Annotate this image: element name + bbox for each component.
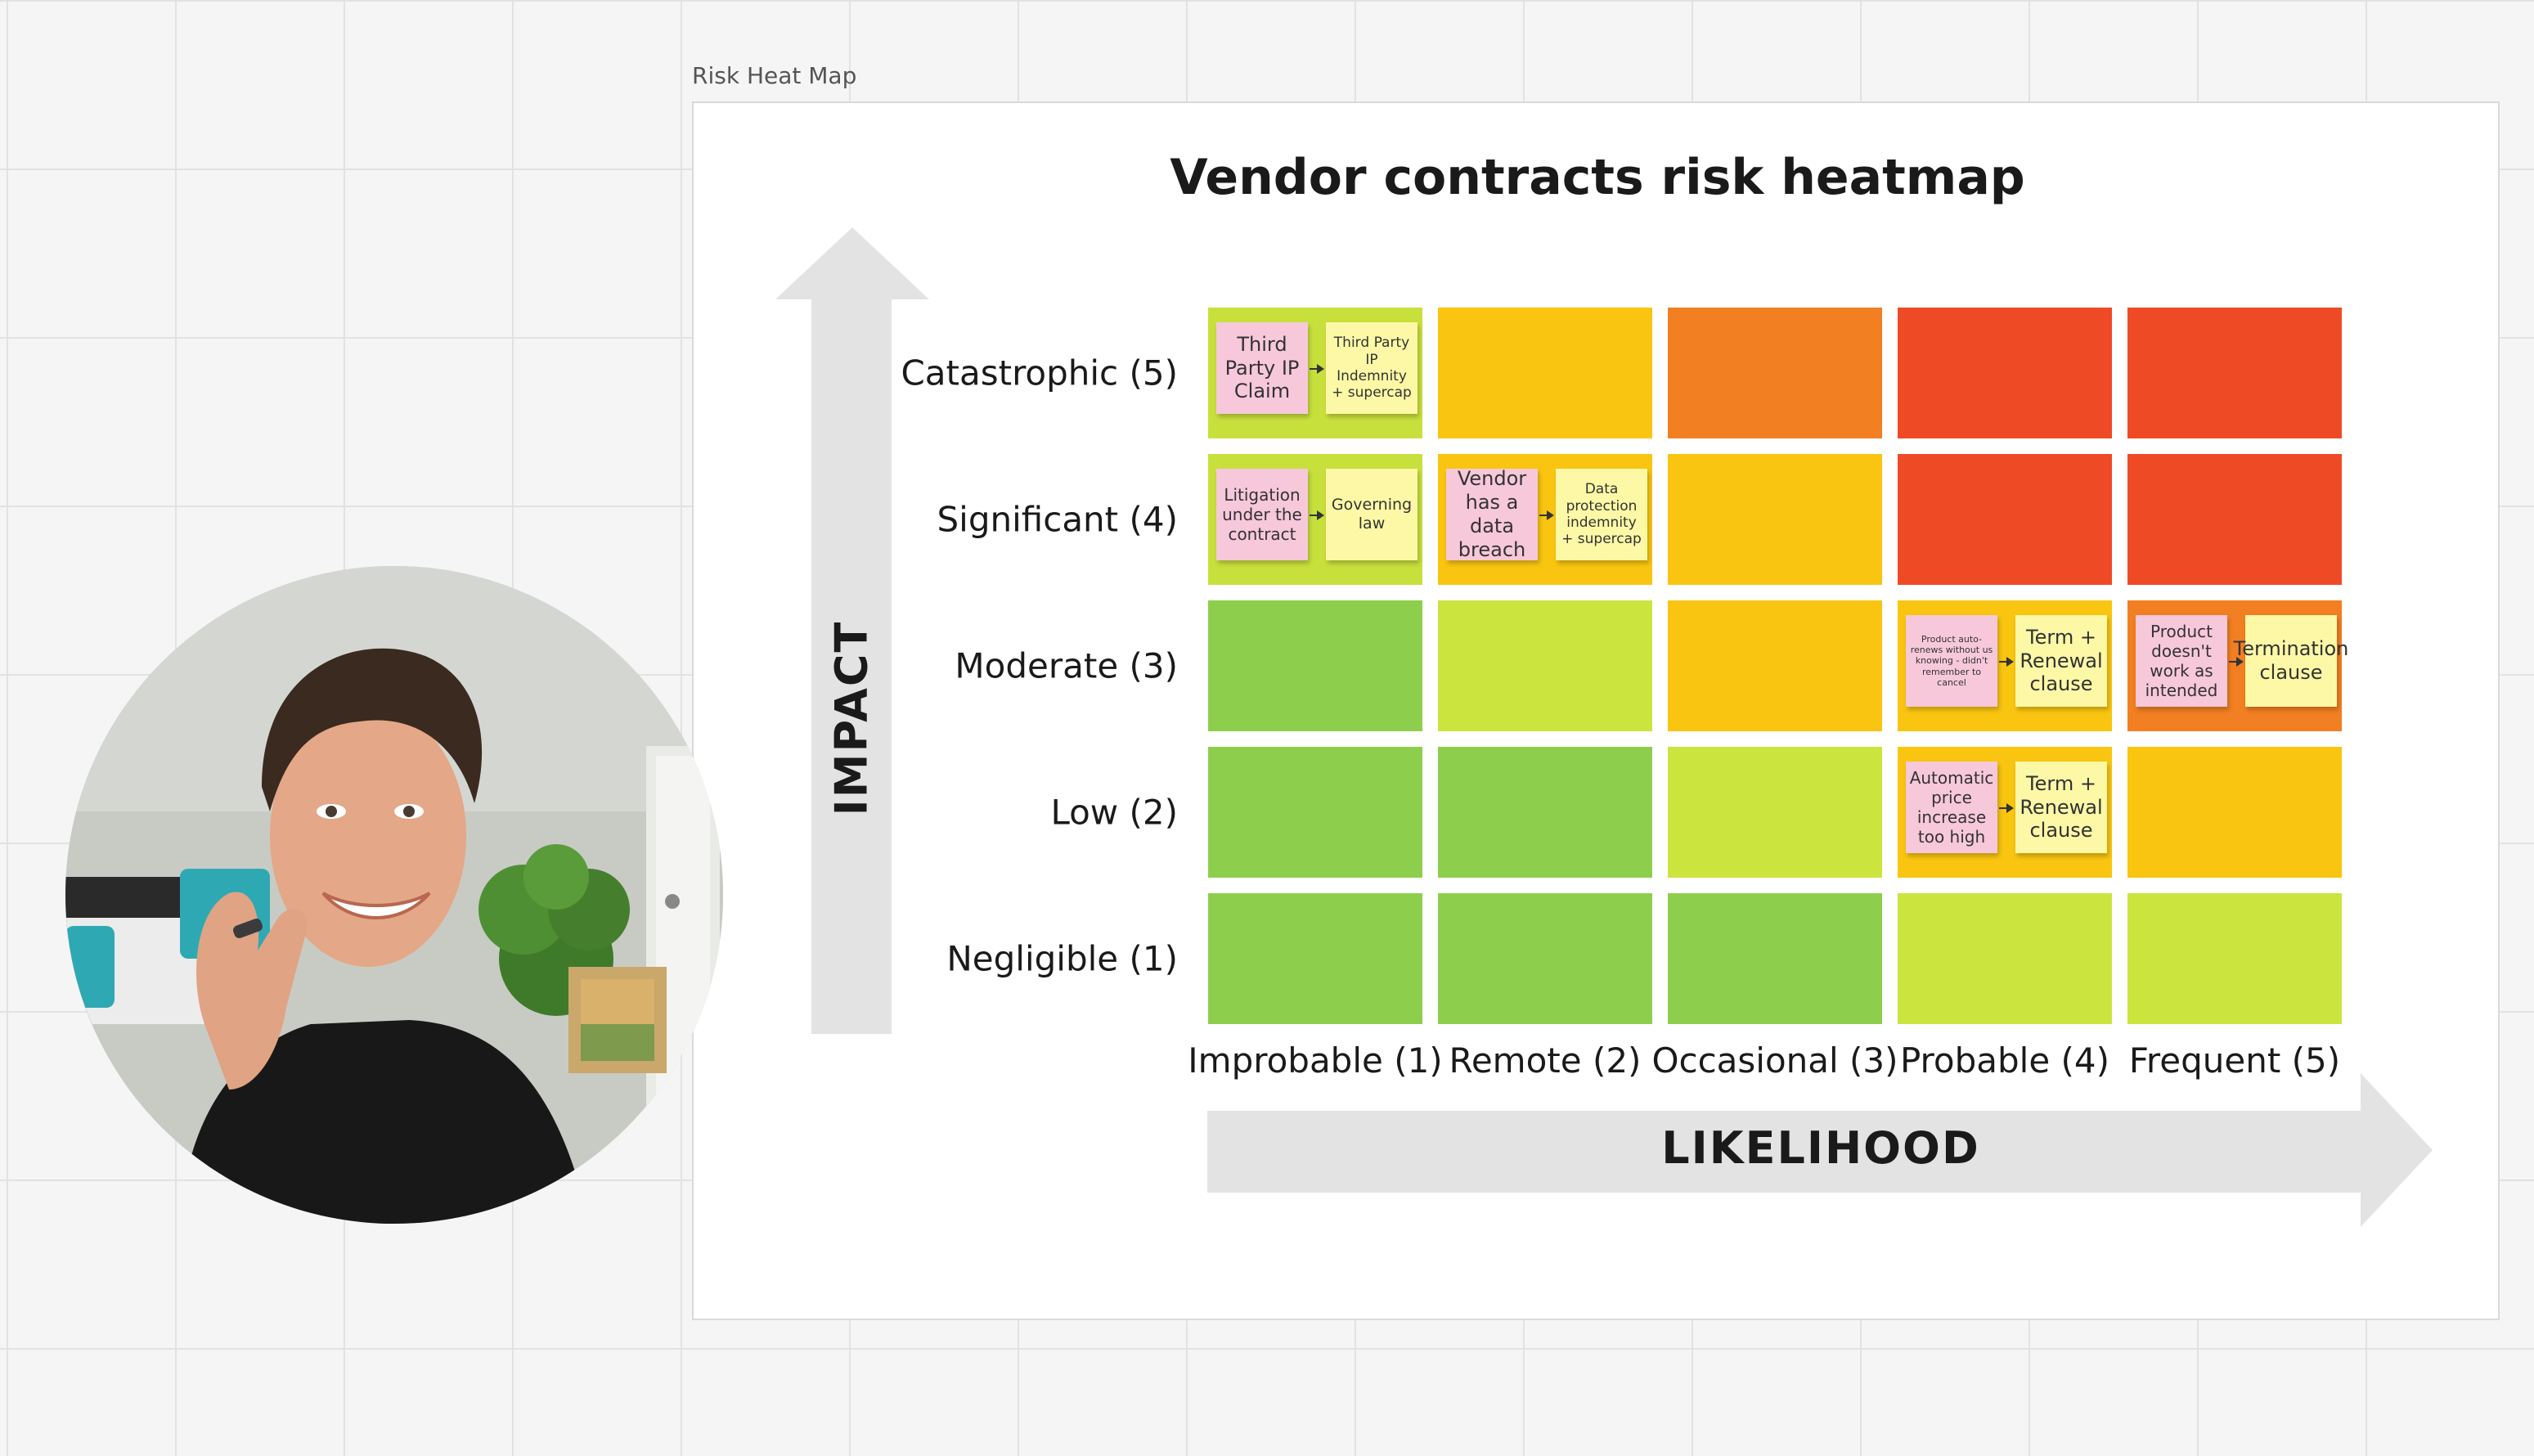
- mitigation-sticky-note[interactable]: Data protection indemnity + supercap: [1556, 469, 1647, 560]
- risk-sticky-note[interactable]: Product auto-renews without us knowing -…: [1906, 615, 1997, 707]
- heatmap-cell-negligible-probable[interactable]: [1898, 893, 2112, 1024]
- row-label-significant: Significant (4): [937, 499, 1179, 540]
- likelihood-axis-title: LIKELIHOOD: [1661, 1122, 1980, 1174]
- heatmap-cell-low-improbable[interactable]: [1208, 747, 1422, 878]
- presenter-photo: [65, 566, 723, 1224]
- heatmap-cell-significant-occasional[interactable]: [1668, 454, 1882, 585]
- col-label-probable: Probable (4): [1899, 1040, 2110, 1081]
- risk-mitigation-connector: [1310, 364, 1324, 374]
- heatmap-cell-catastrophic-frequent[interactable]: [2127, 308, 2342, 438]
- likelihood-arrow-head: [2361, 1073, 2433, 1227]
- heatmap-cell-low-frequent[interactable]: [2127, 747, 2342, 878]
- risk-mitigation-connector: [1310, 510, 1324, 520]
- risk-mitigation-connector: [2229, 657, 2244, 667]
- heatmap-cell-negligible-improbable[interactable]: [1208, 893, 1422, 1024]
- row-label-moderate: Moderate (3): [955, 645, 1178, 686]
- col-label-remote: Remote (2): [1449, 1040, 1642, 1081]
- risk-sticky-note[interactable]: Vendor has a data breach: [1446, 467, 1538, 561]
- risk-sticky-note[interactable]: Third Party IP Claim: [1216, 322, 1308, 414]
- heatmap-cell-catastrophic-probable[interactable]: [1898, 308, 2112, 438]
- heatmap-cell-negligible-occasional[interactable]: [1668, 893, 1882, 1024]
- col-label-improbable: Improbable (1): [1188, 1040, 1443, 1081]
- frame-label[interactable]: Risk Heat Map: [692, 62, 857, 89]
- risk-sticky-note[interactable]: Product doesn't work as intended: [2136, 615, 2227, 707]
- mitigation-sticky-note[interactable]: Termination clause: [2234, 615, 2348, 707]
- row-label-negligible: Negligible (1): [946, 938, 1178, 979]
- col-label-occasional: Occasional (3): [1651, 1040, 1898, 1081]
- impact-arrow-head: [775, 227, 929, 299]
- mitigation-sticky-note[interactable]: Third Party IP Indemnity + supercap: [1326, 322, 1418, 414]
- risk-sticky-note[interactable]: Litigation under the contract: [1216, 469, 1308, 560]
- heatmap-cell-negligible-frequent[interactable]: [2127, 893, 2342, 1024]
- risk-heatmap-frame[interactable]: Vendor contracts risk heatmap IMPACT LIK…: [692, 101, 2500, 1320]
- row-label-catastrophic: Catastrophic (5): [901, 353, 1178, 393]
- row-label-low: Low (2): [1050, 792, 1178, 833]
- impact-axis-arrow: IMPACT: [775, 227, 932, 1037]
- heatmap-cell-moderate-remote[interactable]: [1438, 600, 1652, 731]
- presenter-avatar: [65, 566, 723, 1224]
- heatmap-cell-moderate-improbable[interactable]: [1208, 600, 1422, 731]
- risk-mitigation-connector: [1999, 803, 2014, 813]
- heatmap-cell-low-occasional[interactable]: [1668, 747, 1882, 878]
- heatmap-cell-low-remote[interactable]: [1438, 747, 1652, 878]
- risk-mitigation-connector: [1999, 657, 2014, 667]
- heatmap-cell-catastrophic-occasional[interactable]: [1668, 308, 1882, 438]
- heatmap-cell-catastrophic-remote[interactable]: [1438, 308, 1652, 438]
- likelihood-arrow-shaft: [1207, 1111, 2362, 1193]
- impact-arrow-shaft: [811, 299, 892, 1034]
- impact-axis-title: IMPACT: [825, 620, 878, 816]
- heatmap-cell-significant-probable[interactable]: [1898, 454, 2112, 585]
- heatmap-cell-negligible-remote[interactable]: [1438, 893, 1652, 1024]
- likelihood-axis-arrow: LIKELIHOOD: [1207, 1073, 2467, 1229]
- heatmap-cell-moderate-occasional[interactable]: [1668, 600, 1882, 731]
- heatmap-title: Vendor contracts risk heatmap: [1170, 149, 2025, 206]
- heatmap-cell-significant-frequent[interactable]: [2127, 454, 2342, 585]
- risk-sticky-note[interactable]: Automatic price increase too high: [1906, 762, 1997, 853]
- col-label-frequent: Frequent (5): [2128, 1040, 2341, 1081]
- mitigation-sticky-note[interactable]: Governing law: [1326, 469, 1418, 560]
- mitigation-sticky-note[interactable]: Term + Renewal clause: [2015, 615, 2107, 707]
- risk-mitigation-connector: [1539, 510, 1554, 520]
- mitigation-sticky-note[interactable]: Term + Renewal clause: [2015, 762, 2107, 853]
